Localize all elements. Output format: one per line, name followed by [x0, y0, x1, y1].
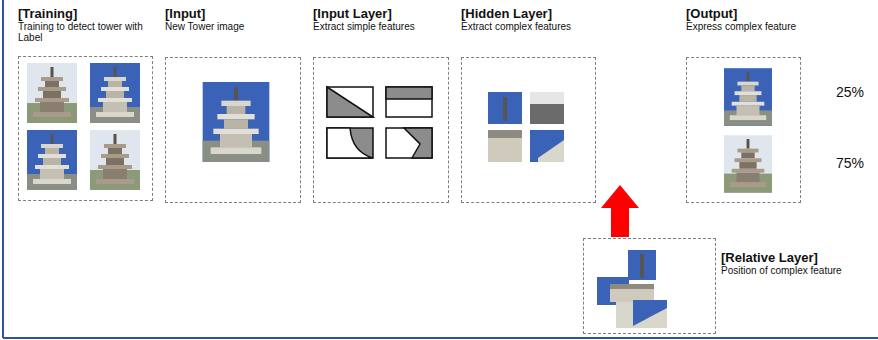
dashed-frame	[313, 57, 449, 203]
layer-panel: [Training]Training to detect tower with …	[18, 6, 153, 201]
dashed-frame	[583, 238, 716, 334]
text-group: [Output]Express complex feature	[686, 6, 866, 32]
layer-panel: [Input]New Tower image	[165, 6, 301, 203]
percentage-label: 75%	[836, 155, 864, 171]
text-group: [Input]New Tower image	[165, 6, 301, 32]
layer-panel: [Output]Express complex feature	[686, 6, 866, 203]
dashed-frame	[18, 56, 153, 201]
panel-heading: [Training]	[18, 6, 153, 21]
layer-panel: [Relative Layer]Position of complex feat…	[583, 238, 873, 334]
text-group: [Hidden Layer]Extract complex features	[461, 6, 596, 32]
layer-panel: [Hidden Layer]Extract complex features	[461, 6, 596, 203]
text-group: [Input Layer]Extract simple features	[313, 6, 449, 32]
percentage-label: 25%	[836, 84, 864, 100]
panel-description: Express complex feature	[686, 21, 866, 32]
panel-description: Extract complex features	[461, 21, 596, 32]
panel-heading: [Input Layer]	[313, 6, 449, 21]
panel-heading: [Hidden Layer]	[461, 6, 596, 21]
panel-description: Extract simple features	[313, 21, 449, 32]
text-group: [Training]Training to detect tower with …	[18, 6, 153, 43]
dashed-frame	[686, 57, 801, 203]
panel-heading: [Input]	[165, 6, 301, 21]
panel-description: Position of complex feature	[721, 265, 871, 276]
dashed-frame	[165, 57, 301, 203]
dashed-frame	[461, 57, 596, 203]
panel-heading: [Relative Layer]	[721, 250, 871, 265]
panel-heading: [Output]	[686, 6, 866, 21]
text-group: [Relative Layer]Position of complex feat…	[721, 238, 871, 276]
layer-panel: [Input Layer]Extract simple features	[313, 6, 449, 203]
panel-description: New Tower image	[165, 21, 301, 32]
panel-description: Training to detect tower with Label	[18, 21, 153, 43]
